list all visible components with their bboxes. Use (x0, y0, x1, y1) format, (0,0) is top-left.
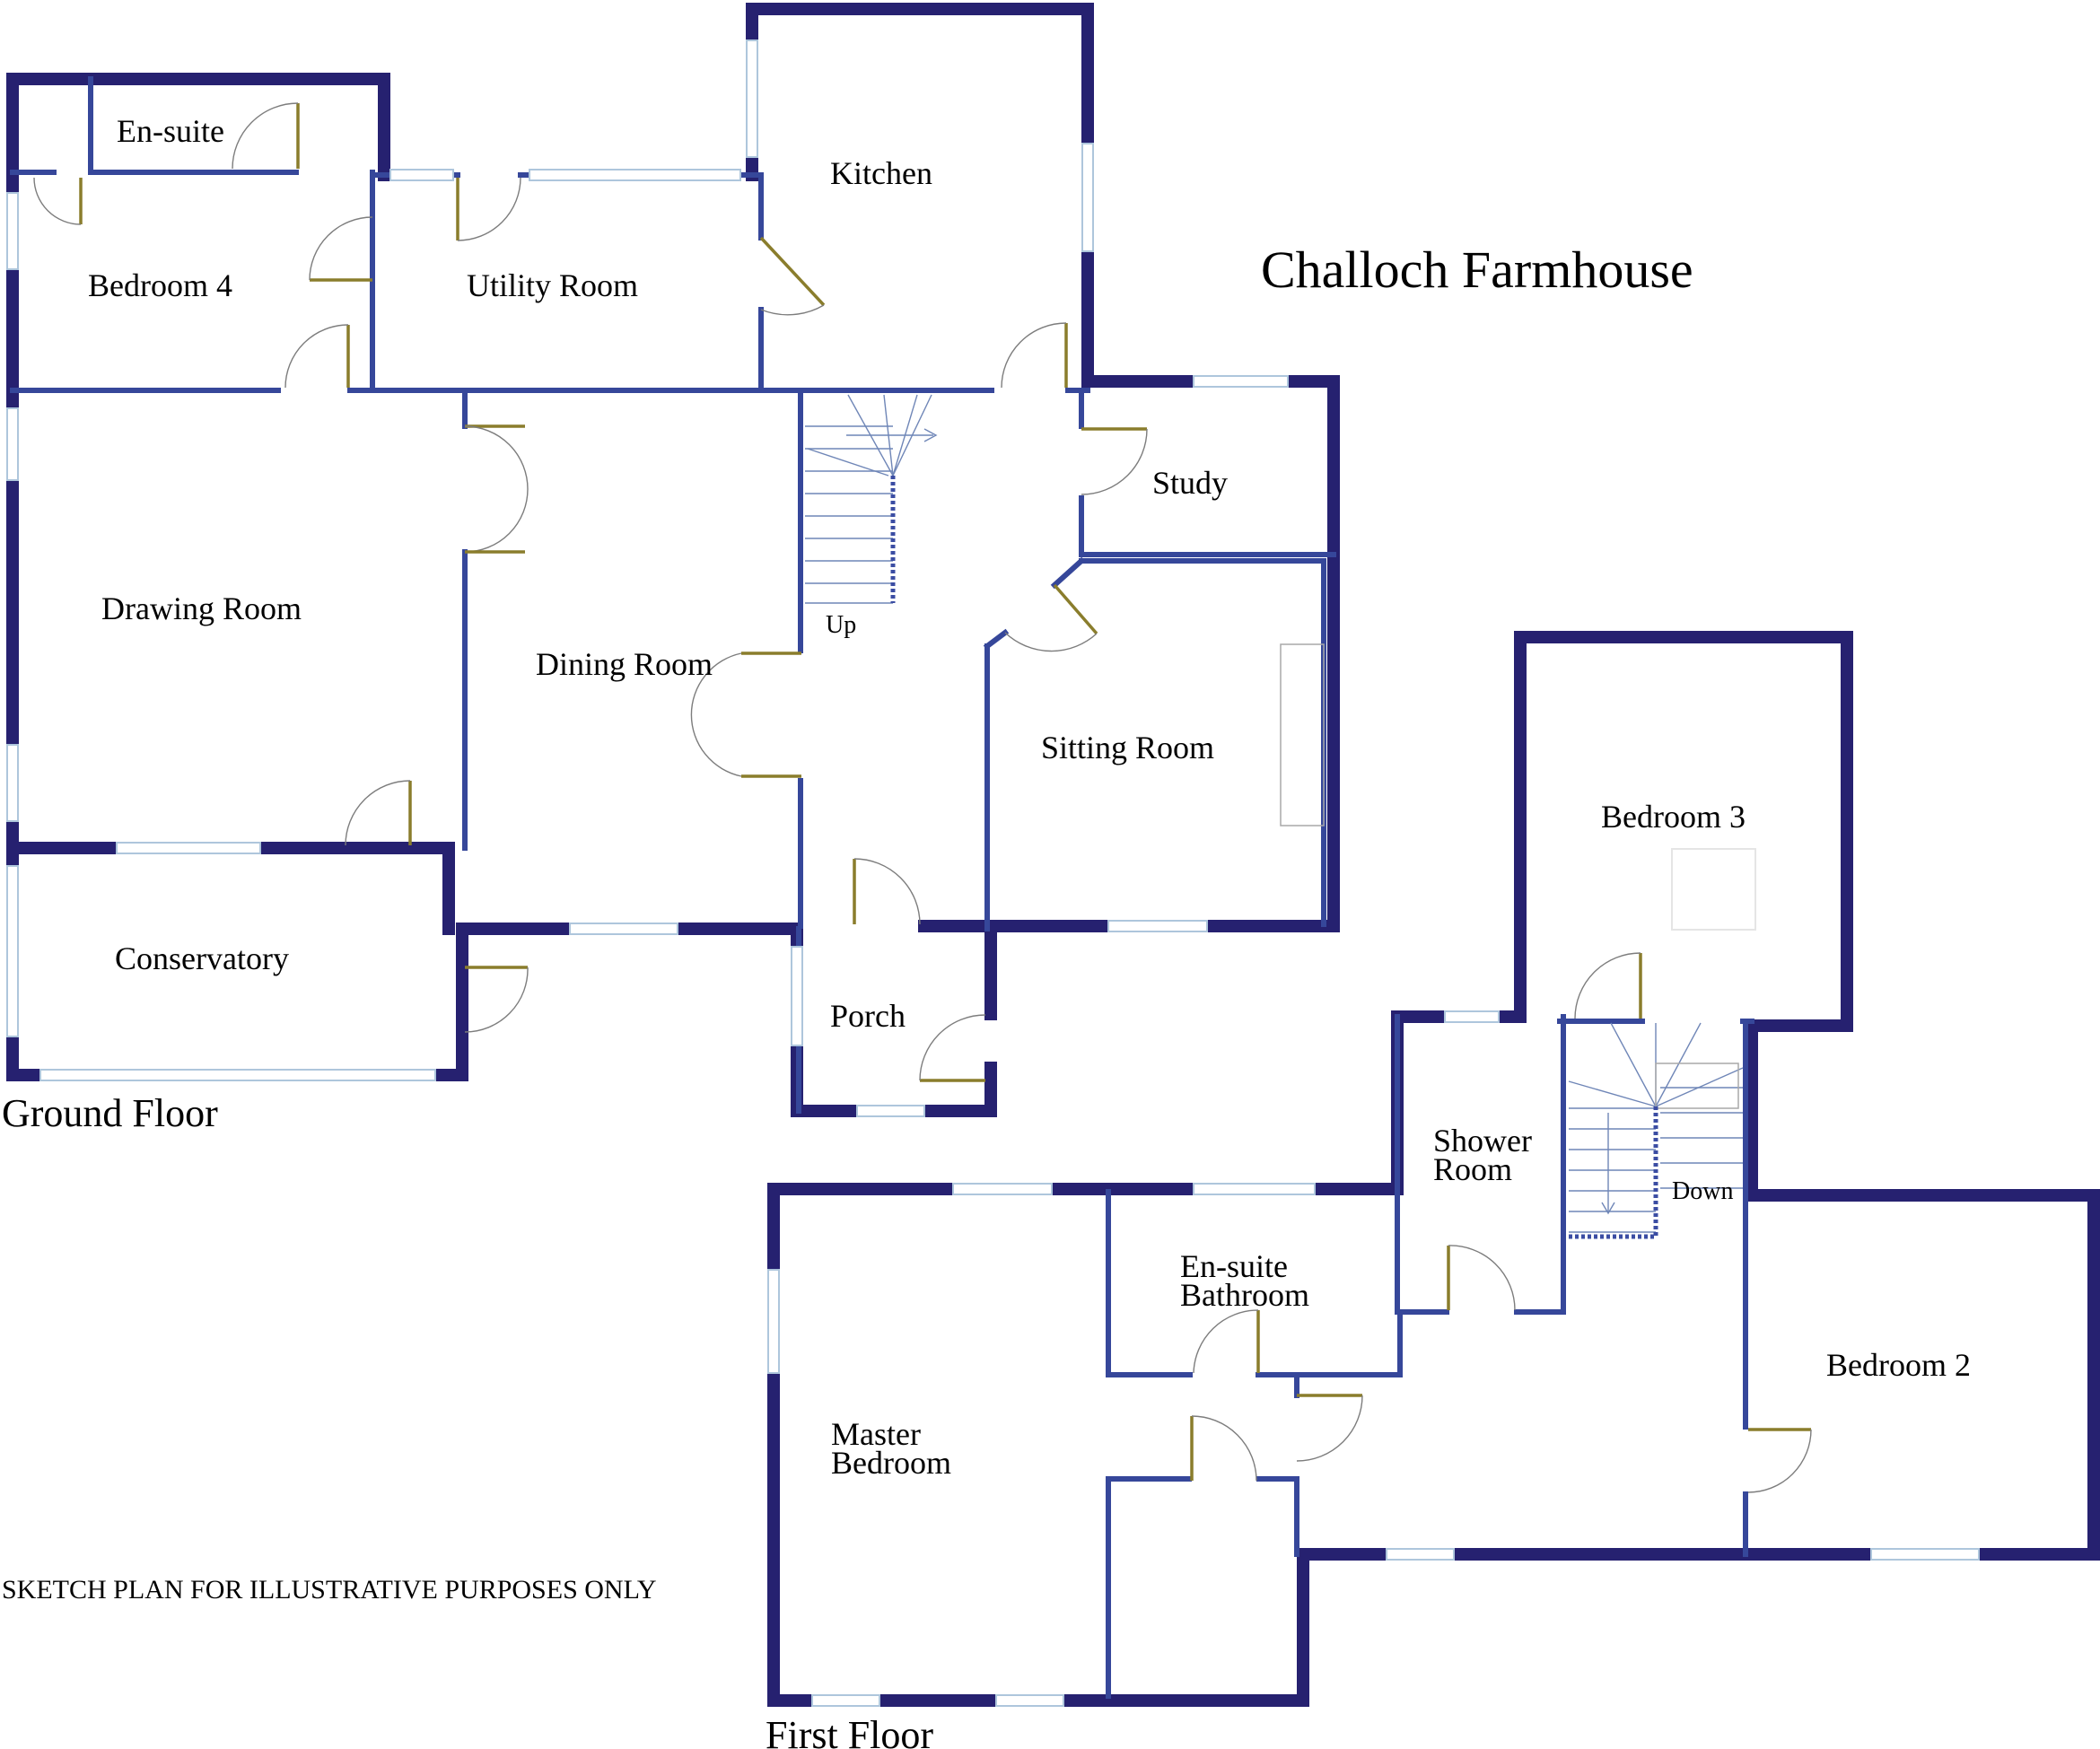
room-drawing: Drawing Room (101, 590, 302, 626)
room-bedroom-3: Bedroom 3 (1601, 799, 1746, 835)
first-doors (1190, 952, 1812, 1493)
ground-floor-plan (6, 3, 1340, 1117)
ground-floor-label: Ground Floor (2, 1091, 218, 1135)
stairs-down-label: Down (1672, 1177, 1733, 1205)
room-ensuite-bath-line1: En-suite (1180, 1248, 1288, 1284)
room-master-line1: Master (831, 1416, 921, 1452)
first-windows (767, 1010, 1980, 1707)
ground-staircase (805, 394, 938, 604)
ground-windows (6, 39, 1289, 1117)
room-conservatory: Conservatory (115, 940, 289, 976)
room-shower-line2: Room (1433, 1151, 1512, 1187)
room-shower-line1: Shower (1433, 1123, 1532, 1159)
room-master-line2: Bedroom (831, 1445, 951, 1481)
room-kitchen: Kitchen (830, 155, 932, 191)
room-bedroom-4: Bedroom 4 (88, 267, 232, 303)
disclaimer-text: SKETCH PLAN FOR ILLUSTRATIVE PURPOSES ON… (2, 1575, 657, 1605)
labels: Challoch Farmhouse Ground Floor First Fl… (2, 113, 1971, 1749)
room-dining: Dining Room (536, 646, 713, 682)
room-study: Study (1152, 465, 1228, 501)
first-floor-plan (767, 631, 2100, 1707)
room-sitting: Sitting Room (1041, 730, 1214, 765)
room-ensuite: En-suite (117, 113, 224, 149)
room-bedroom-2: Bedroom 2 (1826, 1347, 1971, 1383)
fireplace-outline (1280, 643, 1325, 826)
stairs-up-label: Up (826, 611, 856, 639)
first-staircase (1568, 1022, 1744, 1239)
loft-hatch (1671, 848, 1756, 931)
room-ensuite-bath-line2: Bathroom (1180, 1277, 1309, 1313)
first-outer-walls (767, 631, 2100, 1707)
plan-title: Challoch Farmhouse (1261, 240, 1693, 299)
ground-doors (33, 102, 1148, 1082)
first-floor-label: First Floor (766, 1713, 933, 1749)
room-utility: Utility Room (467, 267, 638, 303)
room-porch: Porch (830, 998, 906, 1034)
first-inner-walls (1106, 1014, 1754, 1699)
